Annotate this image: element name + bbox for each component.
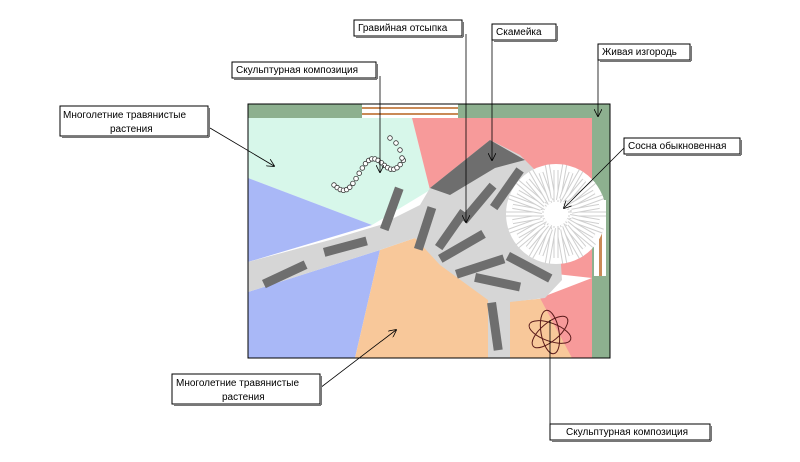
sculpture-bead-chain bbox=[331, 135, 406, 194]
pine-needle bbox=[529, 223, 552, 259]
sculpture-atom bbox=[528, 309, 572, 355]
perennials-bottom-label-line2: растения bbox=[222, 392, 265, 403]
pine-needle bbox=[563, 179, 586, 205]
pine-needle bbox=[556, 164, 567, 201]
bead bbox=[356, 170, 362, 176]
bead bbox=[350, 180, 356, 187]
pine-needle bbox=[567, 180, 596, 205]
bead bbox=[397, 161, 403, 168]
pine-needle bbox=[539, 228, 552, 256]
pine-needle bbox=[529, 169, 552, 205]
bead bbox=[397, 147, 403, 153]
pine-needle bbox=[517, 218, 547, 238]
pine-needle bbox=[569, 214, 600, 224]
slab bbox=[380, 186, 404, 232]
slab bbox=[505, 252, 553, 283]
blue-bed-top bbox=[248, 178, 372, 262]
sculpture-bottom-label: Скульптурная композиция bbox=[566, 427, 688, 438]
pine-needle bbox=[526, 223, 549, 249]
pine-needle bbox=[512, 204, 543, 214]
pine-needle bbox=[560, 223, 583, 259]
gravel-top-dark bbox=[430, 140, 525, 195]
perennials-bottom-label-line1: Многолетние травянистые bbox=[176, 378, 299, 389]
slab bbox=[323, 236, 368, 257]
slab bbox=[474, 273, 521, 292]
bead bbox=[387, 135, 393, 141]
slab bbox=[438, 230, 486, 263]
bead bbox=[362, 160, 369, 167]
pine-needle bbox=[516, 223, 545, 248]
pine-needle bbox=[545, 164, 555, 199]
pine-needle bbox=[560, 172, 573, 200]
bead bbox=[393, 140, 399, 146]
pine-needle bbox=[570, 218, 604, 233]
pine-tree bbox=[506, 164, 606, 264]
pine-needle bbox=[568, 195, 604, 211]
pine-needle bbox=[539, 172, 553, 202]
bead bbox=[347, 184, 353, 190]
slab bbox=[414, 206, 437, 251]
pink-bed-bottom bbox=[540, 278, 592, 358]
perennials-top-label-line1: Многолетние травянистые bbox=[63, 110, 186, 121]
perennials-top-label-line2: растения bbox=[110, 124, 153, 135]
slab bbox=[262, 260, 308, 289]
peach-bed bbox=[355, 238, 490, 358]
pine-crown bbox=[506, 164, 606, 264]
pine-needle bbox=[545, 227, 556, 264]
pine-needle bbox=[565, 221, 596, 248]
pine-needle bbox=[571, 204, 600, 213]
pine-needle bbox=[517, 190, 547, 210]
pine-needle bbox=[560, 169, 583, 205]
bead bbox=[394, 164, 400, 171]
site-outline bbox=[247, 103, 611, 359]
slab bbox=[435, 208, 468, 251]
hedge-label: Живая изгородь bbox=[602, 47, 677, 58]
slab bbox=[490, 167, 524, 211]
mint-bed bbox=[248, 118, 430, 225]
slab bbox=[487, 302, 503, 351]
sculpture-top-label: Скульптурная композиция bbox=[236, 65, 358, 76]
pine-needle bbox=[508, 217, 544, 233]
bead bbox=[359, 165, 366, 171]
slab bbox=[455, 254, 506, 279]
perennials-bottom-label-box bbox=[171, 373, 321, 405]
garden-site bbox=[247, 103, 611, 359]
bench-label: Скамейка bbox=[496, 27, 542, 38]
pine-needle bbox=[508, 195, 542, 210]
pine-needle bbox=[516, 180, 547, 207]
gravel-label: Гравийная отсыпка bbox=[358, 23, 448, 34]
paving-slabs bbox=[262, 167, 553, 351]
bead bbox=[353, 175, 359, 182]
pine-needle bbox=[557, 229, 567, 264]
pine-label: Сосна обыкновенная bbox=[628, 140, 726, 152]
callouts: Гравийная отсыпка Скамейка Живая изгород… bbox=[59, 19, 742, 442]
bench-top bbox=[362, 104, 458, 118]
perennials-top-label-box bbox=[59, 105, 209, 137]
pine-needle bbox=[559, 226, 573, 256]
bead bbox=[399, 155, 405, 161]
slab bbox=[460, 182, 497, 224]
pine-needle bbox=[565, 218, 595, 238]
pine-needle bbox=[526, 179, 547, 203]
blue-bed-bottom bbox=[248, 250, 380, 358]
pine-needle bbox=[565, 225, 586, 249]
pine-needle bbox=[512, 215, 541, 224]
